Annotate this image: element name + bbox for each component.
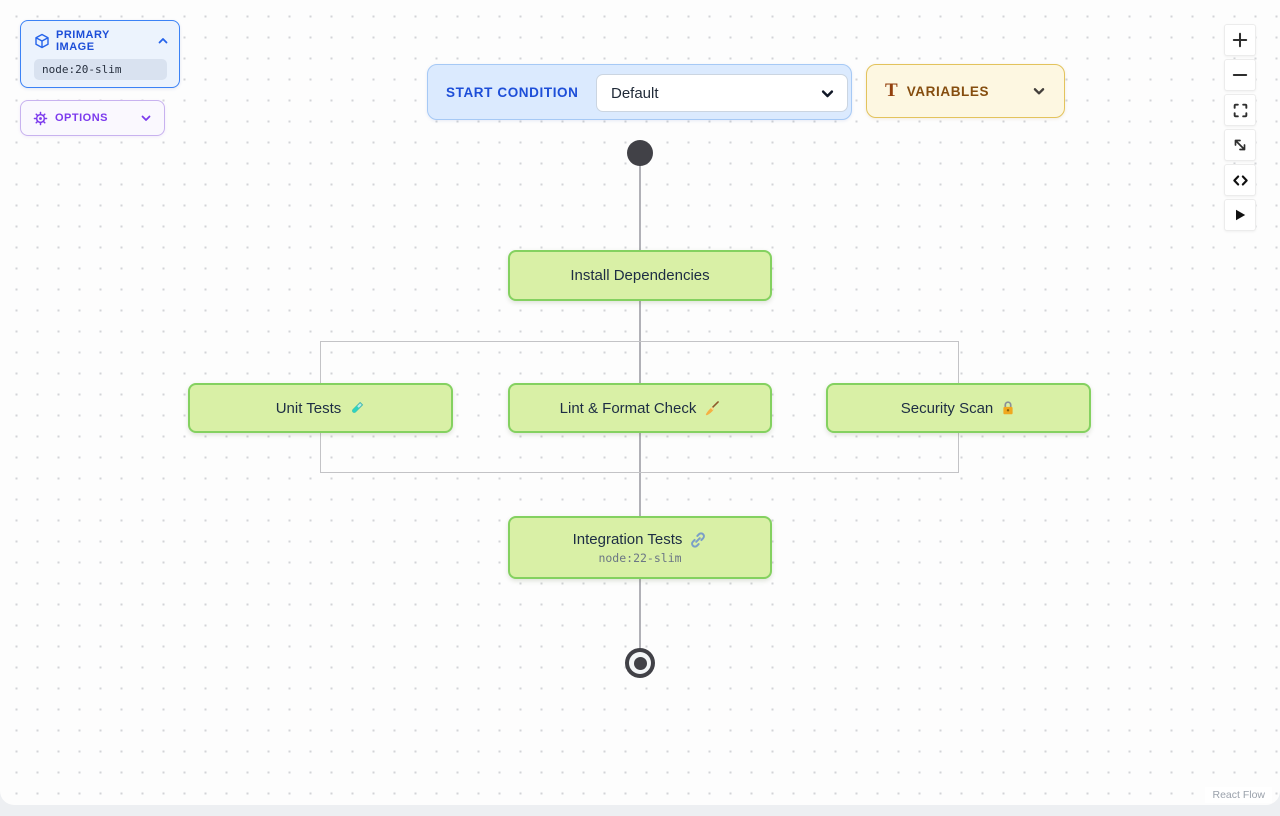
broom-icon <box>703 400 720 417</box>
end-node[interactable] <box>625 648 655 678</box>
cube-icon <box>34 33 50 49</box>
node-label: Lint & Format Check <box>559 399 697 417</box>
primary-image-panel: PRIMARY IMAGE node:20-slim <box>20 20 180 88</box>
fit-view-button[interactable] <box>1224 94 1256 126</box>
gear-icon <box>33 111 48 126</box>
primary-image-value: node:20-slim <box>34 59 167 80</box>
node-label: Unit Tests <box>275 399 342 417</box>
diagonal-arrows-icon <box>1232 137 1248 153</box>
primary-image-header[interactable]: PRIMARY IMAGE <box>21 21 179 57</box>
chevron-down-icon <box>1032 84 1046 98</box>
end-node-core <box>633 656 647 670</box>
test-tube-icon <box>348 400 365 417</box>
link-icon <box>689 531 707 549</box>
chevron-down-icon <box>140 112 152 124</box>
flow-controls-toolbar <box>1224 24 1256 234</box>
options-label: OPTIONS <box>55 112 109 124</box>
selected-option: Default <box>611 84 659 102</box>
text-variable-icon: T <box>885 80 898 101</box>
run-button[interactable] <box>1224 199 1256 231</box>
start-condition-label: START CONDITION <box>446 84 579 100</box>
code-button[interactable] <box>1224 164 1256 196</box>
chevron-down-icon <box>820 86 847 101</box>
node-label: Security Scan <box>900 399 994 417</box>
zoom-in-button[interactable] <box>1224 24 1256 56</box>
react-flow-attribution[interactable]: React Flow <box>1205 787 1272 803</box>
fit-view-icon <box>1232 102 1249 119</box>
options-panel[interactable]: OPTIONS <box>20 100 165 136</box>
end-node-ring <box>629 652 651 674</box>
node-label: Integration Tests <box>572 531 683 548</box>
node-image-label: node:22-slim <box>598 550 682 565</box>
start-condition-panel: START CONDITION Default <box>427 64 852 120</box>
node-integration-tests[interactable]: Integration Tests node:22-slim <box>508 516 772 579</box>
variables-label: VARIABLES <box>906 83 990 99</box>
primary-image-label: PRIMARY IMAGE <box>56 29 110 53</box>
start-condition-select[interactable]: Default <box>596 74 848 112</box>
node-lint-format-check[interactable]: Lint & Format Check <box>508 383 772 433</box>
lock-icon <box>1000 400 1016 416</box>
start-node[interactable] <box>627 140 653 166</box>
node-unit-tests[interactable]: Unit Tests <box>188 383 453 433</box>
code-icon <box>1232 172 1249 189</box>
minus-icon <box>1231 66 1249 84</box>
variables-button[interactable]: T VARIABLES <box>866 64 1065 118</box>
node-label: Install Dependencies <box>570 267 710 284</box>
node-security-scan[interactable]: Security Scan <box>826 383 1091 433</box>
node-install-dependencies[interactable]: Install Dependencies <box>508 250 772 301</box>
chevron-up-icon <box>157 35 169 47</box>
play-icon <box>1232 207 1248 223</box>
zoom-out-button[interactable] <box>1224 59 1256 91</box>
expand-button[interactable] <box>1224 129 1256 161</box>
plus-icon <box>1231 31 1249 49</box>
